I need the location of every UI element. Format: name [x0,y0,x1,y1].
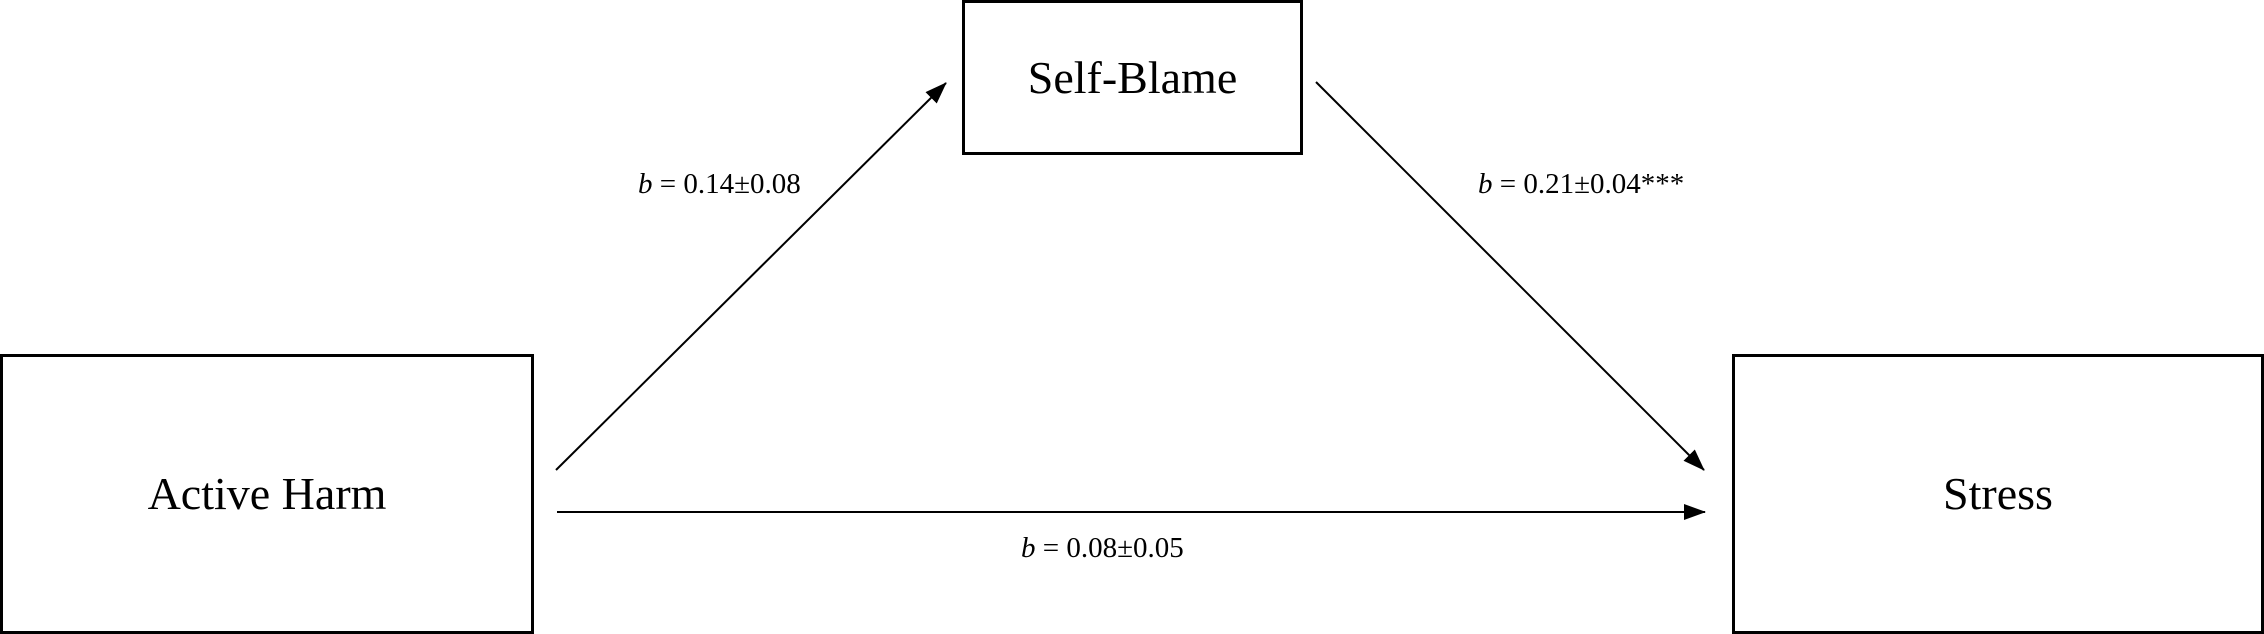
self-blame-box: Self-Blame [962,0,1303,155]
coefficient-c-value: = 0.08±0.05 [1035,532,1184,564]
active-harm-label: Active Harm [147,468,387,519]
coefficient-c-path: b = 0.08±0.05 [1021,534,1184,563]
coefficient-a-symbol: b [638,168,653,200]
coefficient-a-value: = 0.14±0.08 [652,168,801,200]
coefficient-b-path: b = 0.21±0.04*** [1478,170,1684,199]
stress-box: Stress [1732,354,2264,634]
self-blame-label: Self-Blame [1027,51,1238,103]
coefficient-c-symbol: b [1021,532,1036,564]
stress-label: Stress [1943,468,2053,519]
arrow-self-blame-to-stress [1315,81,1705,471]
active-harm-box: Active Harm [0,354,534,634]
coefficient-b-value: = 0.21±0.04*** [1492,168,1685,200]
coefficient-b-symbol: b [1478,168,1493,200]
coefficient-a-path: b = 0.14±0.08 [638,170,801,199]
arrow-active-harm-to-self-blame [555,82,947,471]
